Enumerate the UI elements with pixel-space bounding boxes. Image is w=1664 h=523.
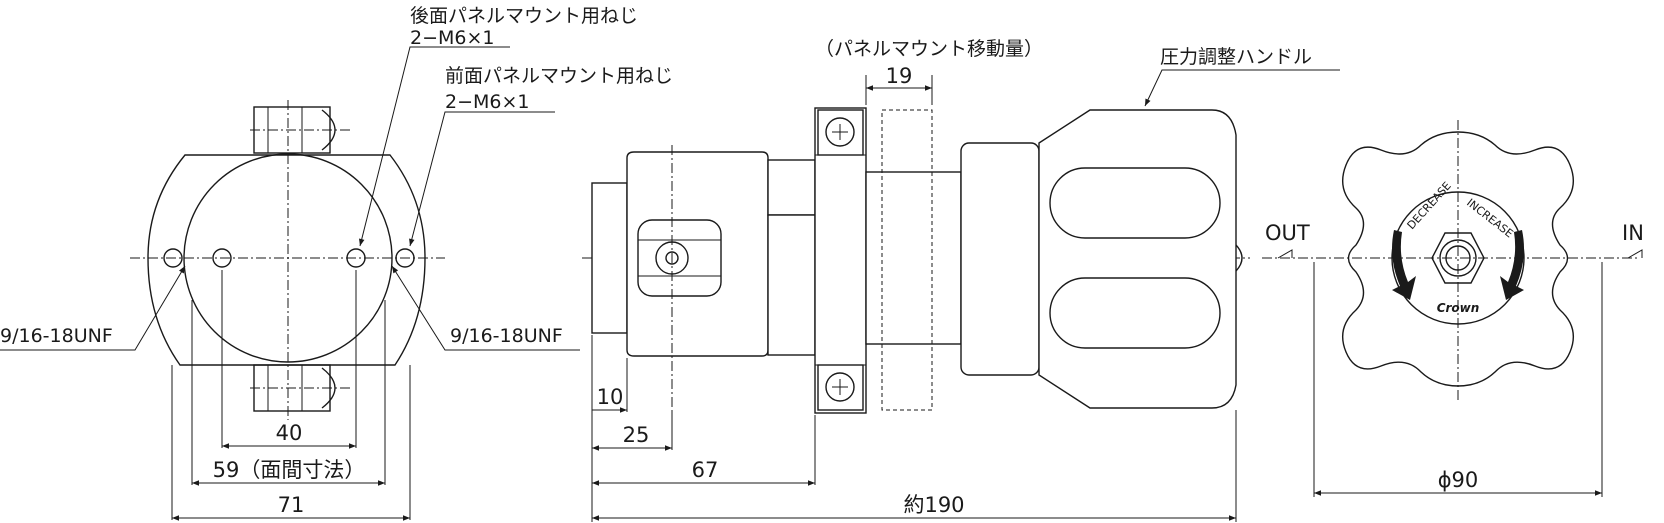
decrease-arrow-icon bbox=[1392, 230, 1416, 300]
neck-upper bbox=[767, 159, 816, 216]
port-hole-right bbox=[395, 248, 415, 268]
stem bbox=[865, 171, 962, 345]
inlet-stub bbox=[591, 182, 628, 334]
label-decrease: DECREASE bbox=[1405, 179, 1454, 232]
side-view: （パネルマウント移動量） 19 圧力調整ハンドル 10 25 67 約190 bbox=[582, 38, 1340, 522]
leader-port-right bbox=[391, 265, 580, 351]
leader-rear-screw bbox=[358, 46, 510, 247]
increase-arrow-icon bbox=[1500, 230, 1524, 300]
out-mark bbox=[1277, 249, 1293, 259]
knob-outline bbox=[1342, 131, 1574, 387]
knob-hex-nut bbox=[1431, 232, 1485, 284]
leader-front-screw bbox=[409, 111, 555, 247]
pressure-handle bbox=[1038, 109, 1237, 409]
label-port-right: 9/16-18UNF bbox=[450, 325, 563, 347]
label-in: IN bbox=[1622, 221, 1644, 245]
handle-cap bbox=[1235, 244, 1243, 272]
dim-190: 約190 bbox=[903, 493, 964, 517]
label-front-screw-size: 2−M6×1 bbox=[445, 91, 530, 113]
knob-face bbox=[1391, 191, 1525, 325]
screw-hole-left bbox=[212, 248, 232, 268]
label-port-left: 9/16-18UNF bbox=[0, 325, 113, 347]
dim-19: 19 bbox=[886, 64, 913, 88]
dim-71: 71 bbox=[278, 493, 305, 517]
knob-view: DECREASE INCREASE Crown OUT IN ϕ90 bbox=[1262, 120, 1644, 497]
label-pressure-handle: 圧力調整ハンドル bbox=[1160, 46, 1312, 68]
dim-40: 40 bbox=[276, 421, 303, 445]
front-body-outline bbox=[147, 154, 426, 366]
neck bbox=[767, 214, 816, 356]
front-view: 後面パネルマウント用ねじ 2−M6×1 前面パネルマウント用ねじ 2−M6×1 … bbox=[0, 5, 673, 521]
label-rear-panel-screw: 後面パネルマウント用ねじ bbox=[410, 5, 638, 27]
dim-phi90: ϕ90 bbox=[1438, 468, 1479, 492]
label-rear-screw-size: 2−M6×1 bbox=[410, 27, 495, 49]
panel-nut-plate bbox=[814, 107, 867, 414]
label-front-panel-screw: 前面パネルマウント用ねじ bbox=[445, 65, 673, 87]
leader-handle bbox=[1144, 69, 1340, 107]
handle-grip-upper bbox=[1049, 167, 1221, 239]
handle-grip-lower bbox=[1049, 277, 1221, 349]
label-out: OUT bbox=[1265, 221, 1310, 245]
screw-hole-right bbox=[346, 248, 366, 268]
dim-67: 67 bbox=[692, 458, 719, 482]
handle-base bbox=[960, 142, 1040, 376]
label-panel-travel: （パネルマウント移動量） bbox=[815, 38, 1043, 60]
in-mark bbox=[1627, 249, 1643, 259]
leader-port-left bbox=[0, 265, 186, 351]
gauge-port bbox=[637, 219, 722, 297]
dim-59: 59（面間寸法） bbox=[213, 458, 366, 482]
dim-10: 10 bbox=[597, 385, 624, 409]
port-hole-left bbox=[163, 248, 183, 268]
dim-25: 25 bbox=[623, 423, 650, 447]
panel-travel-outline bbox=[881, 109, 933, 411]
label-brand: Crown bbox=[1437, 301, 1480, 315]
